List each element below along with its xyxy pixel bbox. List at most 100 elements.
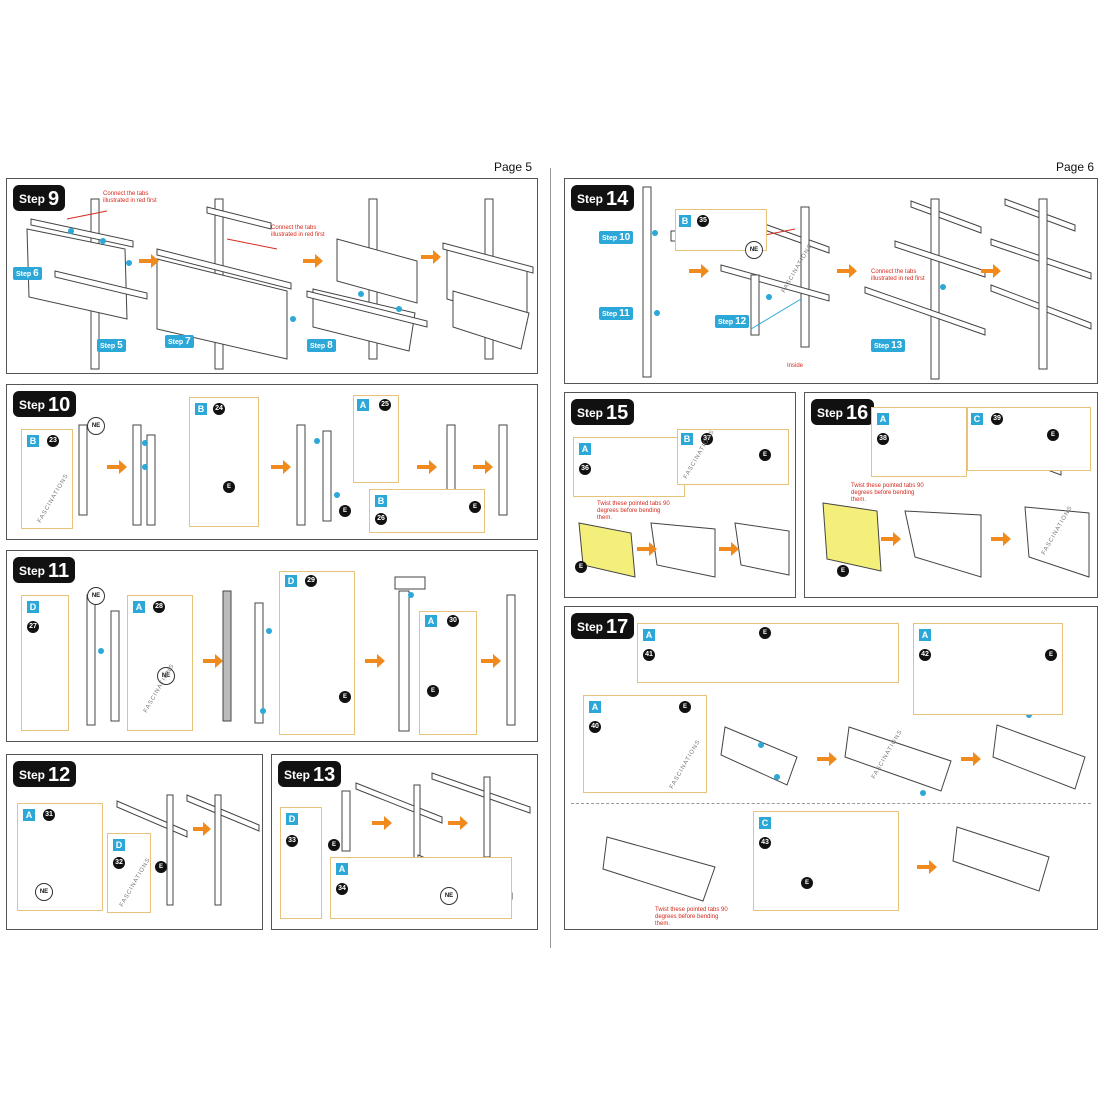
step-12-part-box (17, 803, 103, 911)
e-marker: E (155, 861, 167, 873)
ne-marker: NE (35, 883, 53, 901)
part-number: 42 (919, 649, 931, 661)
ne-marker: NE (157, 667, 175, 685)
part-letter: B (27, 435, 39, 447)
part-letter: D (113, 839, 125, 851)
ne-marker: NE (440, 887, 458, 905)
part-letter: B (679, 215, 691, 227)
step-13-part-box (330, 857, 512, 919)
part-letter: A (589, 701, 601, 713)
e-marker: E (339, 505, 351, 517)
e-marker: E (339, 691, 351, 703)
part-number: 28 (153, 601, 165, 613)
page-number-right: Page 6 (1056, 160, 1095, 174)
step-14-part-tag: Step 13 (871, 339, 906, 352)
part-letter: A (643, 629, 655, 641)
step-14-illustration (642, 186, 1092, 380)
step-15-note: Twist these pointed tabs 90 degrees befo… (597, 501, 670, 521)
part-letter: B (375, 495, 387, 507)
part-letter: A (357, 399, 369, 411)
step-9-part-tag: Step 6 (13, 267, 42, 280)
step-16-note: Twist these pointed tabs 90 degrees befo… (851, 483, 924, 503)
part-letter: A (919, 629, 931, 641)
step-10-part-box (189, 397, 259, 527)
e-marker: E (759, 627, 771, 639)
e-marker: E (1047, 429, 1059, 441)
e-marker: E (759, 449, 771, 461)
step-17-part-box (913, 623, 1063, 715)
step-11-part-box (21, 595, 69, 731)
part-number: 37 (701, 433, 713, 445)
part-letter: B (681, 433, 693, 445)
step-14-part-tag: Step 12 (715, 315, 750, 328)
step-11-part-box (419, 611, 477, 735)
part-letter: D (27, 601, 39, 613)
part-letter: A (877, 413, 889, 425)
e-marker: E (575, 561, 587, 573)
part-number: 33 (286, 835, 298, 847)
part-letter: A (425, 615, 437, 627)
part-letter: D (285, 575, 297, 587)
e-marker: E (679, 701, 691, 713)
part-number: 43 (759, 837, 771, 849)
step-14-part-tag: Step 10 (599, 231, 634, 244)
part-number: 26 (375, 513, 387, 525)
part-letter: A (133, 601, 145, 613)
part-number: 31 (43, 809, 55, 821)
part-letter: A (336, 863, 348, 875)
part-letter: A (23, 809, 35, 821)
step-10-part-box (369, 489, 485, 533)
step-11-part-box (127, 595, 193, 731)
page-divider (550, 168, 551, 948)
step-9-part-tag: Step 8 (307, 339, 336, 352)
part-letter: D (286, 813, 298, 825)
step-17-note: Twist these pointed tabs 90 degrees befo… (655, 907, 728, 927)
step-9-note-1: Connect the tabs illustrated in red firs… (103, 191, 157, 204)
part-letter: C (971, 413, 983, 425)
e-marker: E (427, 685, 439, 697)
part-number: 38 (877, 433, 889, 445)
part-number: 39 (991, 413, 1003, 425)
part-number: 32 (113, 857, 125, 869)
step-9-note-2: Connect the tabs illustrated in red firs… (271, 225, 325, 238)
inside-label: Inside (787, 363, 804, 369)
e-marker: E (1045, 649, 1057, 661)
part-number: 34 (336, 883, 348, 895)
ne-marker: NE (87, 587, 105, 605)
part-number: 23 (47, 435, 59, 447)
part-number: 24 (213, 403, 225, 415)
step-9-part-tag: Step 7 (165, 335, 194, 348)
e-marker: E (223, 481, 235, 493)
part-number: 36 (579, 463, 591, 475)
part-letter: C (759, 817, 771, 829)
step-9-part-tag: Step 5 (97, 339, 126, 352)
part-number: 41 (643, 649, 655, 661)
e-marker: E (469, 501, 481, 513)
step-17-part-box (753, 811, 899, 911)
part-number: 27 (27, 621, 39, 633)
e-marker: E (328, 839, 340, 851)
e-marker: E (801, 877, 813, 889)
section-separator (571, 803, 1091, 804)
e-marker: E (837, 565, 849, 577)
step-13-part-box (280, 807, 322, 919)
step-11-part-box (279, 571, 355, 735)
part-number: 40 (589, 721, 601, 733)
step-9-illustration (26, 198, 534, 370)
part-letter: A (579, 443, 591, 455)
